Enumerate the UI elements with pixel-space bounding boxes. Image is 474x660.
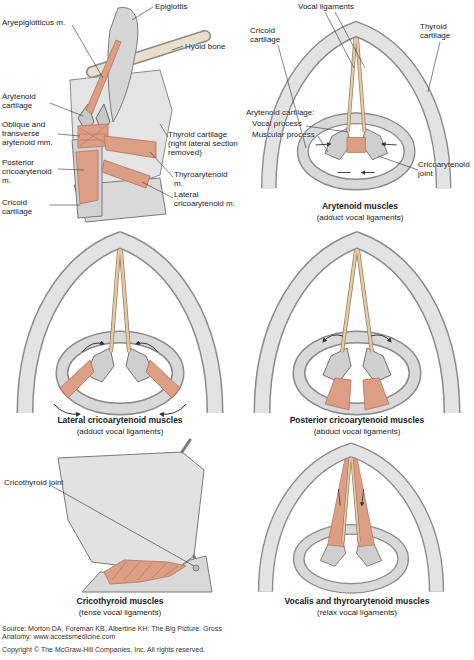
lateral-cricoarytenoid-muscle [102,160,150,188]
movement-arrow [323,335,343,342]
cricoid-cartilage [82,556,212,592]
structure-label: Lateral cricoarytenoid m. [174,190,238,208]
leader-lines [278,12,440,170]
panel-title: Cricothyroid muscles [10,597,230,607]
leader-line [172,46,183,50]
movement-arrow [371,335,391,342]
structure-label: Arytenoid cartilage [2,92,54,110]
panel-title: Posterior cricoarytenoid muscles [247,416,467,426]
leader-line [50,103,83,116]
vocal-ligament [342,250,372,352]
posterior-cricoarytenoid-muscle [325,378,351,410]
panel-subtitle: (adduct vocal ligaments) [250,213,470,222]
aryepiglotticus-muscle [86,40,121,114]
panel-subtitle: (abduct vocal ligaments) [247,427,467,436]
structure-label: Epiglottis [155,2,215,11]
panel-title: Arytenoid muscles [250,202,470,212]
epiglottis [108,8,138,122]
superior-view [262,240,452,413]
panel-subtitle: (relax vocal ligaments) [247,608,467,617]
vocal-ligament [348,38,365,132]
structure-label: Muscular process [252,130,322,139]
movement-arrow [136,343,158,352]
structure-label: Vocal process [252,119,322,128]
thyroid-cartilage [58,452,204,572]
movement-arrow [382,144,397,146]
leader-line [132,7,153,20]
larynx-lateral-view [50,440,212,592]
larynx-superior-view [25,240,215,413]
panel-subtitle: (tense vocal ligaments) [10,608,230,617]
thyroid-horn [182,440,198,572]
leader-line [378,156,418,170]
leader-line [335,12,365,68]
structure-label: Thyroid cartilage [420,22,472,40]
leader-line [72,25,103,78]
leader-line [50,485,194,566]
vocal-ligament [348,38,365,132]
thyroarytenoid-muscle [104,136,156,158]
panel-title: Lateral cricoarytenoid muscles [10,416,230,426]
vocal-ligament [343,458,359,542]
leader-line [58,134,80,136]
vocal-ligament [342,250,372,352]
posterior-cricoarytenoid-muscle [76,150,98,204]
structure-label: Vocal ligaments [298,2,378,11]
structure-label: Arytenoid cartilage: [246,108,326,117]
leader-line [160,124,168,137]
panel-subtitle: (adduct vocal ligaments) [10,427,230,436]
structure-label: Cricoarytenoid joint [418,160,474,178]
structure-label: Thyroarytenoid m. [174,170,238,188]
structure-label: Hyoid bone [185,42,245,51]
source-note: Copyright © The McGraw-Hill Companies, I… [2,646,302,654]
structure-label: Oblique and transverse arytenoid mm. [2,120,60,148]
superior-view [25,240,215,414]
cricothyroid-muscle [104,560,186,584]
panel-title: Vocalis and thyroarytenoid muscles [247,597,467,607]
movement-arrow [54,404,80,414]
structure-label: Cricoid cartilage [250,26,300,44]
lateral-cricoarytenoid-muscle [60,360,94,398]
leader-line [142,182,173,198]
structure-label: Cricothyroid joint [4,478,64,487]
lateral-cricoarytenoid-muscle [146,360,180,398]
movement-arrow [82,343,104,352]
cricoid-lamina [72,138,102,218]
leader-line [58,169,84,170]
arytenoid-muscle [347,138,365,153]
arytenoid-muscle [78,124,108,148]
larynx-lateral-view [50,7,205,222]
vocal-ligament [111,250,129,352]
leader-line [318,136,328,152]
structure-label: Posterior cricoarytenoid m. [2,158,60,186]
vocal-ligament [111,250,129,352]
leader-lines [50,7,183,205]
muscle-fibres [112,562,178,580]
movement-arrow [338,489,363,505]
movement-arrow [338,172,375,173]
movement-arrow [160,404,186,414]
source-note: Source: Morton DA, Foreman KB, Albertine… [2,625,252,641]
superior-view [266,450,437,592]
structure-label: Cricoid cartilage [2,198,52,216]
larynx-superior-view [266,450,437,592]
structure-label: Thyroid cartilage (right lateral section… [168,130,238,158]
larynx-superior-view [262,240,452,413]
structure-label: Aryepiglotticus m. [2,18,82,27]
leader-line [428,42,440,92]
leader-line [50,205,80,206]
posterior-cricoarytenoid-muscle [363,378,389,410]
muscle-fibres [80,126,106,146]
vocal-ligament [343,458,359,542]
